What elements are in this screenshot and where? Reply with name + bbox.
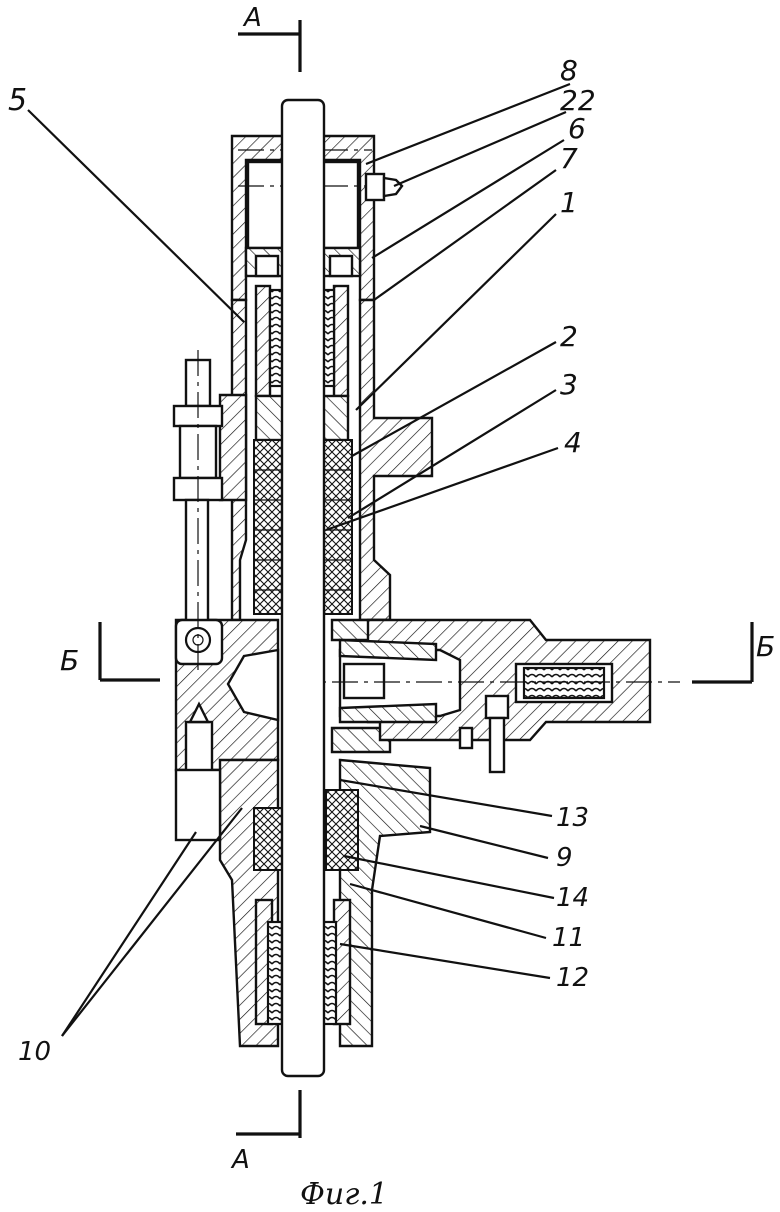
horizontal-branch xyxy=(290,618,680,774)
label-4: 4 xyxy=(564,426,582,459)
lower-housing xyxy=(174,701,432,1048)
label-10: 10 xyxy=(18,1037,51,1067)
label-8: 8 xyxy=(560,54,578,87)
label-11: 11 xyxy=(552,923,585,953)
label-7: 7 xyxy=(560,142,578,175)
adjusting-rod xyxy=(172,350,224,670)
upper-packing xyxy=(253,439,353,615)
section-b-b: Б Б xyxy=(60,622,775,684)
label-6: 6 xyxy=(568,112,586,145)
leader-lines xyxy=(27,82,571,1037)
label-3: 3 xyxy=(560,368,578,401)
label-9: 9 xyxy=(556,843,573,873)
section-mark-a-top: А xyxy=(242,3,262,33)
position-labels: 5 8 22 6 7 1 2 3 4 13 9 14 11 12 10 xyxy=(8,54,596,1067)
label-1: 1 xyxy=(560,186,578,219)
section-mark-b-right: Б xyxy=(756,630,775,663)
label-13: 13 xyxy=(556,803,589,833)
section-a-a: А А xyxy=(230,3,302,1175)
section-mark-a-bottom: А xyxy=(230,1145,250,1175)
section-mark-b-left: Б xyxy=(60,644,79,677)
label-14: 14 xyxy=(556,883,589,913)
label-12: 12 xyxy=(556,963,589,993)
label-22: 22 xyxy=(560,84,596,117)
central-shaft xyxy=(280,98,326,1078)
label-5: 5 xyxy=(8,83,27,118)
figure-caption: Фиг.1 xyxy=(300,1177,388,1212)
label-2: 2 xyxy=(560,320,578,353)
